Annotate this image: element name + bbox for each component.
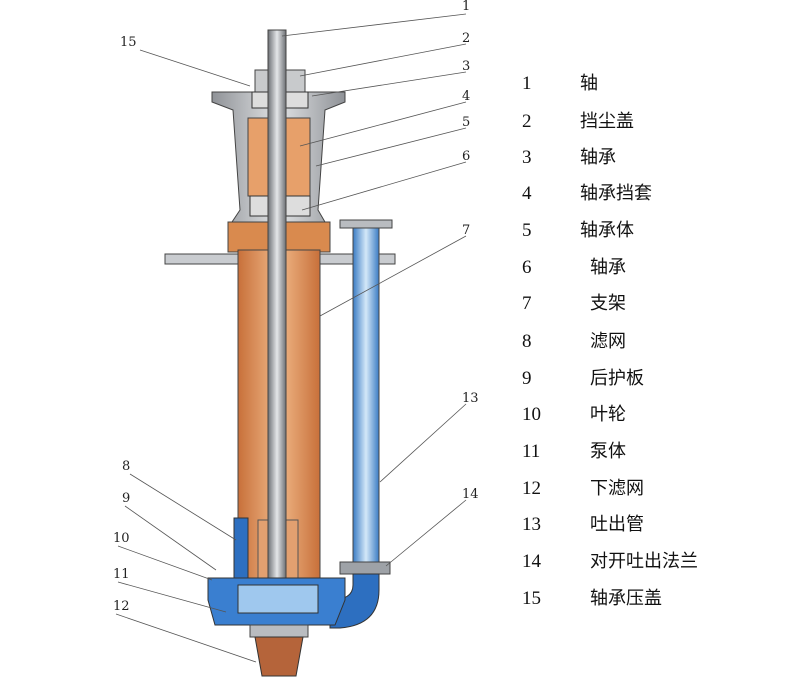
callout-14: 14 — [462, 487, 479, 502]
legend-num: 11 — [522, 441, 540, 462]
legend-num: 5 — [522, 220, 532, 241]
legend-label: 轴 — [580, 73, 598, 94]
legend-num: 14 — [522, 551, 542, 572]
callout-1: 1 — [462, 0, 470, 14]
discharge-pipe — [352, 227, 380, 569]
legend-label: 对开吐出法兰 — [590, 551, 698, 572]
legend-label: 轴承 — [590, 257, 626, 278]
legend-num: 7 — [522, 293, 532, 314]
legend-label: 泵体 — [590, 441, 626, 462]
callout-2: 2 — [462, 31, 470, 46]
legend-label: 下滤网 — [590, 478, 644, 499]
legend-num: 4 — [522, 183, 532, 204]
callout-9: 9 — [122, 491, 130, 506]
legend-num: 3 — [522, 147, 532, 168]
legend-label: 轴承挡套 — [580, 183, 652, 204]
strainer — [233, 517, 249, 579]
legend-num: 13 — [522, 514, 541, 535]
legend-label: 挡尘盖 — [580, 111, 634, 132]
legend-num: 6 — [522, 257, 532, 278]
leader-lines — [115, 13, 467, 663]
legend-label: 轴承 — [580, 147, 616, 168]
callout-8: 8 — [122, 459, 130, 474]
legend-label: 后护板 — [590, 368, 644, 389]
legend-num: 10 — [522, 404, 541, 425]
legend-label: 滤网 — [590, 331, 626, 352]
callout-5: 5 — [462, 115, 470, 130]
legend-num: 1 — [522, 73, 532, 94]
callout-12: 12 — [113, 599, 130, 614]
legend-num: 15 — [522, 588, 541, 609]
callout-6: 6 — [462, 149, 470, 164]
legend-num: 9 — [522, 368, 532, 389]
split-flange — [339, 561, 391, 575]
discharge-flange-top — [339, 219, 393, 229]
shaft — [267, 29, 287, 631]
callout-13: 13 — [462, 391, 479, 406]
bottom-strainer — [249, 624, 309, 638]
impeller — [237, 584, 319, 614]
legend-label: 叶轮 — [590, 404, 626, 425]
callout-4: 4 — [462, 89, 470, 104]
legend-num: 8 — [522, 331, 532, 352]
legend-label: 轴承体 — [580, 220, 634, 241]
legend-label: 吐出管 — [590, 514, 644, 535]
legend-label: 轴承压盖 — [590, 588, 662, 609]
callout-11: 11 — [113, 567, 130, 582]
lower-strainer — [254, 636, 304, 677]
legend-num: 2 — [522, 111, 532, 132]
legend-label: 支架 — [590, 293, 626, 314]
callout-10: 10 — [113, 531, 130, 546]
legend-num: 12 — [522, 478, 541, 499]
callout-7: 7 — [462, 223, 470, 238]
elbow — [329, 573, 380, 629]
callout-15: 15 — [120, 35, 137, 50]
callout-3: 3 — [462, 59, 470, 74]
